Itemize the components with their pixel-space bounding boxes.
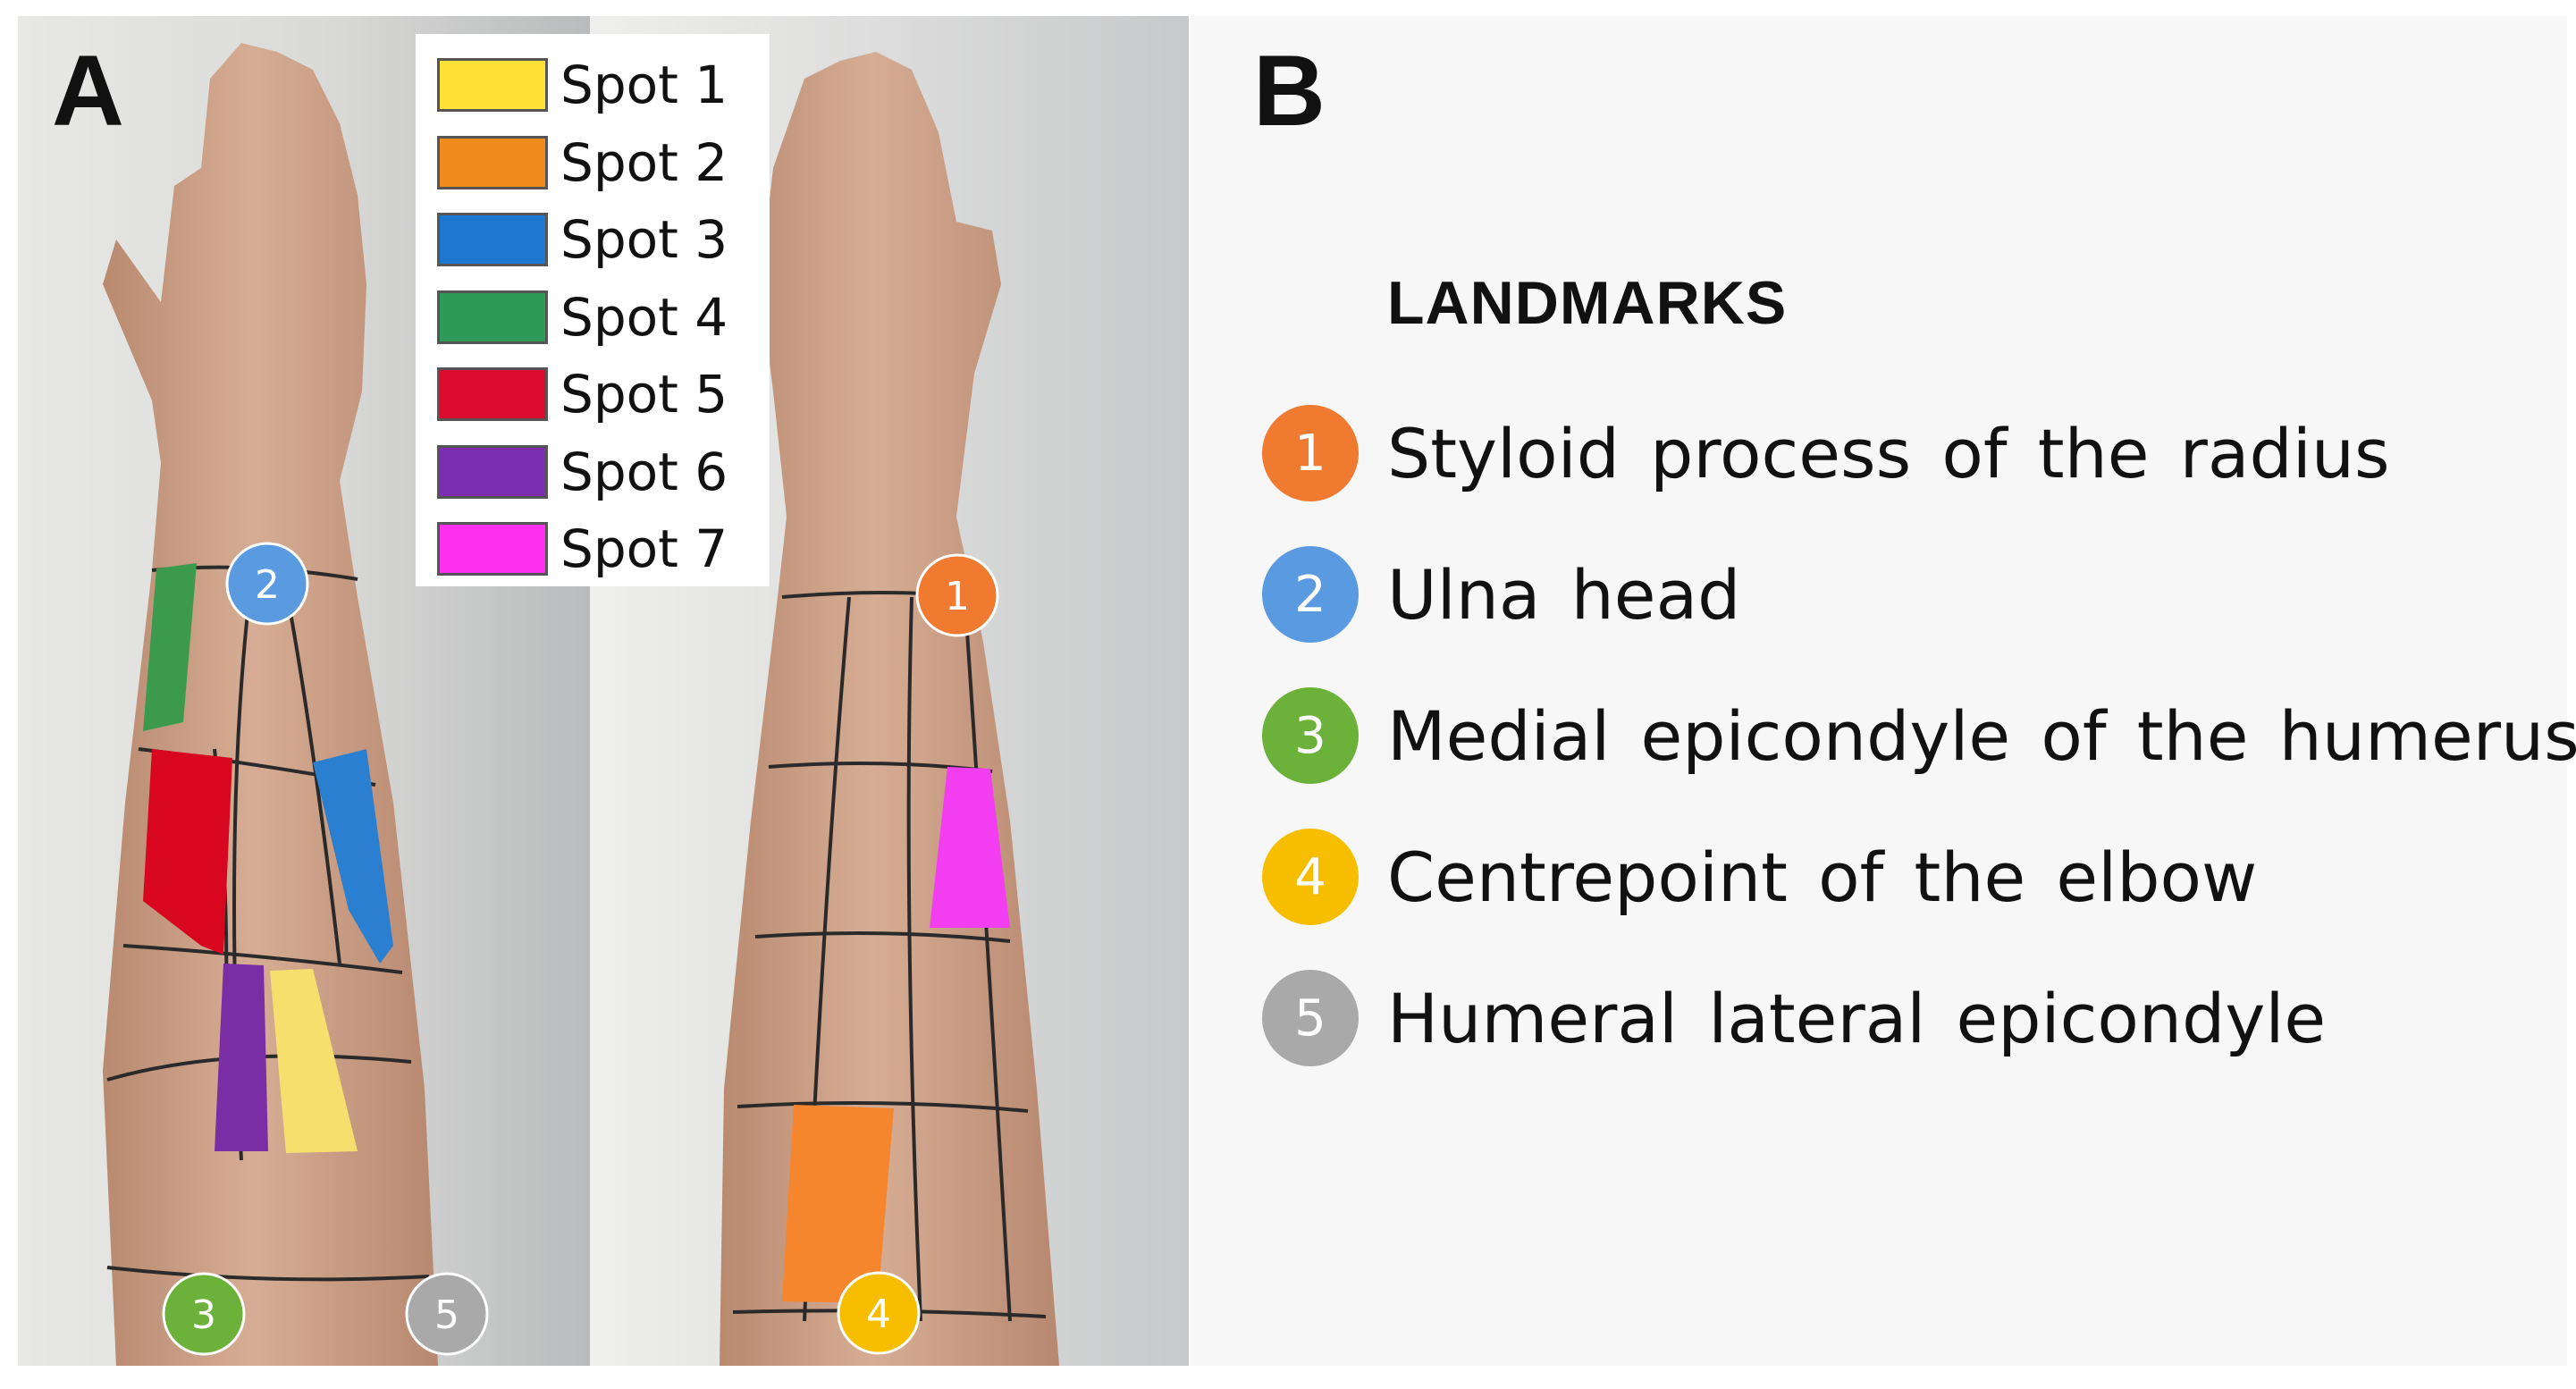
legend-item-spot-7: Spot 7	[437, 510, 770, 588]
spot-6-region	[215, 964, 268, 1151]
landmark-name: Ulna head	[1387, 554, 1741, 635]
spot-4-region	[143, 563, 197, 731]
panel-a-photo: 1 2 3 4 5 Spot 1 Spot 2 Spot 3 Spot 4 Spot 5…	[18, 16, 1189, 1366]
legend-swatch	[437, 135, 548, 189]
legend-label: Spot 2	[560, 131, 728, 193]
landmark-item-4: 4 Centrepoint of the elbow	[1262, 828, 2257, 926]
spot-1-region	[270, 969, 358, 1153]
legend-item-spot-5: Spot 5	[437, 356, 770, 434]
landmark-name: Styloid process of the radius	[1387, 413, 2390, 493]
legend-swatch	[437, 522, 548, 577]
spot-5-region	[143, 749, 232, 955]
legend-label: Spot 1	[560, 55, 728, 116]
left-arm-skin	[103, 43, 438, 1366]
spot-7-region	[930, 767, 1010, 928]
legend-label: Spot 7	[560, 518, 728, 580]
right-arm-skin	[720, 52, 1059, 1366]
panel-b-label: B	[1253, 35, 1326, 147]
legend-item-spot-6: Spot 6	[437, 434, 770, 511]
landmark-name: Medial epicondyle of the humerus	[1387, 695, 2576, 776]
landmark-number-badge: 4	[1262, 829, 1359, 925]
landmark-name: Centrepoint of the elbow	[1387, 837, 2258, 917]
landmark-item-3: 3 Medial epicondyle of the humerus	[1262, 686, 2576, 785]
photo-landmark-markers: 1 2 3 4 5	[162, 542, 999, 1356]
landmark-number-badge: 5	[1262, 970, 1359, 1066]
spot-3-region	[313, 749, 393, 964]
legend-swatch	[437, 58, 548, 113]
legend-label: Spot 5	[560, 364, 728, 425]
landmark-item-2: 2 Ulna head	[1262, 545, 1740, 644]
legend-swatch	[437, 213, 548, 267]
landmark-number-badge: 2	[1262, 546, 1359, 643]
legend-item-spot-2: Spot 2	[437, 124, 770, 202]
legend-swatch	[437, 444, 548, 499]
landmark-number-badge: 3	[1262, 687, 1359, 784]
svg-text:3: 3	[191, 1292, 216, 1338]
legend-label: Spot 4	[560, 286, 728, 348]
legend-label: Spot 6	[560, 441, 728, 502]
right-forearm	[720, 52, 1059, 1366]
photo-marker-5: 5	[405, 1272, 489, 1356]
legend-swatch	[437, 367, 548, 422]
photo-marker-1: 1	[915, 553, 999, 637]
spot-2-region	[782, 1105, 894, 1303]
spot-legend: Spot 1 Spot 2 Spot 3 Spot 4 Spot 5 Spot 6 Spot…	[416, 34, 770, 586]
svg-text:2: 2	[255, 562, 280, 608]
legend-item-spot-1: Spot 1	[437, 46, 770, 124]
panel-b-landmarks	[1191, 16, 2567, 1366]
svg-text:4: 4	[866, 1292, 891, 1337]
landmarks-heading: LANDMARKS	[1387, 269, 1788, 337]
svg-text:5: 5	[434, 1292, 459, 1338]
legend-swatch	[437, 290, 548, 344]
photo-marker-3: 3	[162, 1272, 246, 1356]
left-forearm	[103, 43, 438, 1366]
legend-label: Spot 3	[560, 209, 728, 271]
photo-marker-2: 2	[225, 542, 309, 626]
panel-a-label: A	[52, 35, 124, 147]
landmark-item-1: 1 Styloid process of the radius	[1262, 404, 2390, 502]
landmark-name: Humeral lateral epicondyle	[1387, 978, 2327, 1058]
legend-item-spot-4: Spot 4	[437, 279, 770, 357]
svg-text:1: 1	[945, 574, 970, 619]
landmark-number-badge: 1	[1262, 405, 1359, 501]
landmark-item-5: 5 Humeral lateral epicondyle	[1262, 969, 2326, 1067]
legend-item-spot-3: Spot 3	[437, 201, 770, 279]
photo-marker-4: 4	[837, 1271, 921, 1355]
